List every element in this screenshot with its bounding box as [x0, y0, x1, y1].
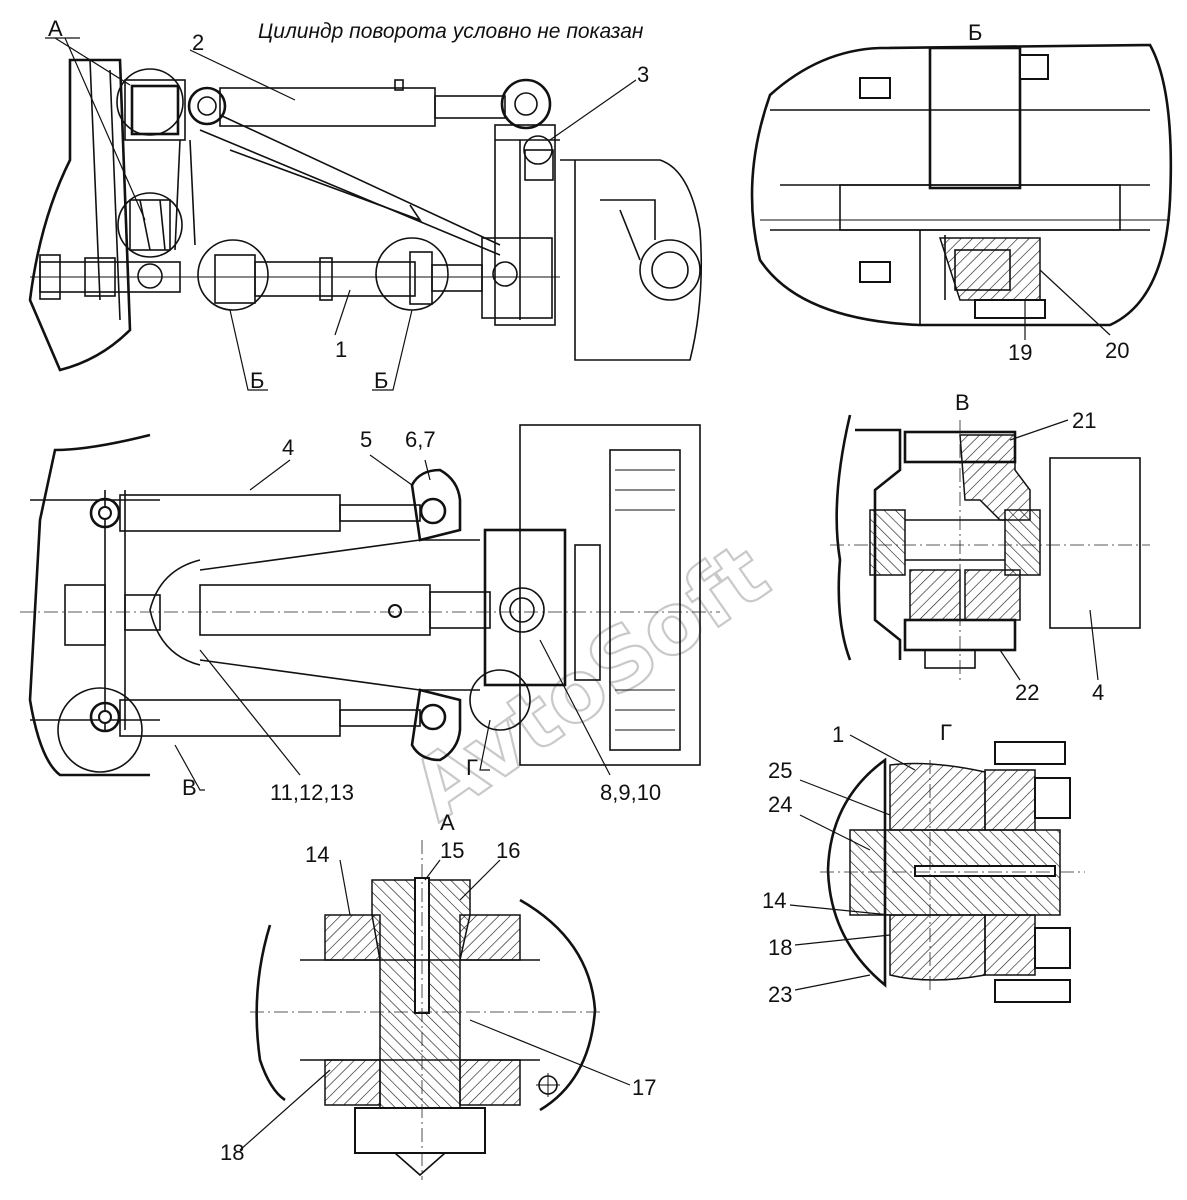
label-21: 21: [1072, 408, 1096, 433]
label-18-g: 18: [768, 935, 792, 960]
top-view: [28, 37, 703, 391]
label-v-mid: В: [182, 775, 197, 800]
label-23: 23: [768, 982, 792, 1007]
view-v-title: В: [955, 390, 970, 415]
label-22: 22: [1015, 680, 1039, 705]
label-14-a: 14: [305, 842, 329, 867]
label-15: 15: [440, 838, 464, 863]
view-v: [830, 414, 1150, 681]
middle-view: [20, 424, 720, 791]
watermark: AvtoSoft: [394, 524, 786, 839]
label-8-9-10: 8,9,10: [600, 780, 661, 805]
label-25: 25: [768, 758, 792, 783]
label-24: 24: [768, 792, 792, 817]
label-16: 16: [496, 838, 520, 863]
label-b-right: Б: [374, 368, 388, 393]
label-18-a: 18: [220, 1140, 244, 1165]
label-20: 20: [1105, 338, 1129, 363]
view-g: [789, 734, 1085, 1003]
label-a-top: А: [48, 16, 63, 41]
view-a-title: А: [440, 810, 455, 835]
label-1-top: 1: [335, 337, 347, 362]
label-4-mid: 4: [282, 435, 294, 460]
label-11-12-13: 11,12,13: [270, 780, 354, 805]
label-19: 19: [1008, 340, 1032, 365]
label-3: 3: [637, 62, 649, 87]
label-17: 17: [632, 1075, 656, 1100]
label-b-left: Б: [250, 368, 264, 393]
label-14-g: 14: [762, 888, 786, 913]
label-1-g: 1: [832, 722, 844, 747]
drawing-note: Цилиндр поворота условно не показан: [258, 20, 644, 43]
label-4-v: 4: [1092, 680, 1104, 705]
label-5: 5: [360, 427, 372, 452]
view-g-title: Г: [940, 720, 952, 745]
label-6-7: 6,7: [405, 427, 436, 452]
view-b: [750, 43, 1173, 340]
label-g-mid: Г: [466, 755, 478, 780]
label-2: 2: [192, 30, 204, 55]
view-b-title: Б: [968, 20, 982, 45]
view-a: [239, 840, 631, 1180]
